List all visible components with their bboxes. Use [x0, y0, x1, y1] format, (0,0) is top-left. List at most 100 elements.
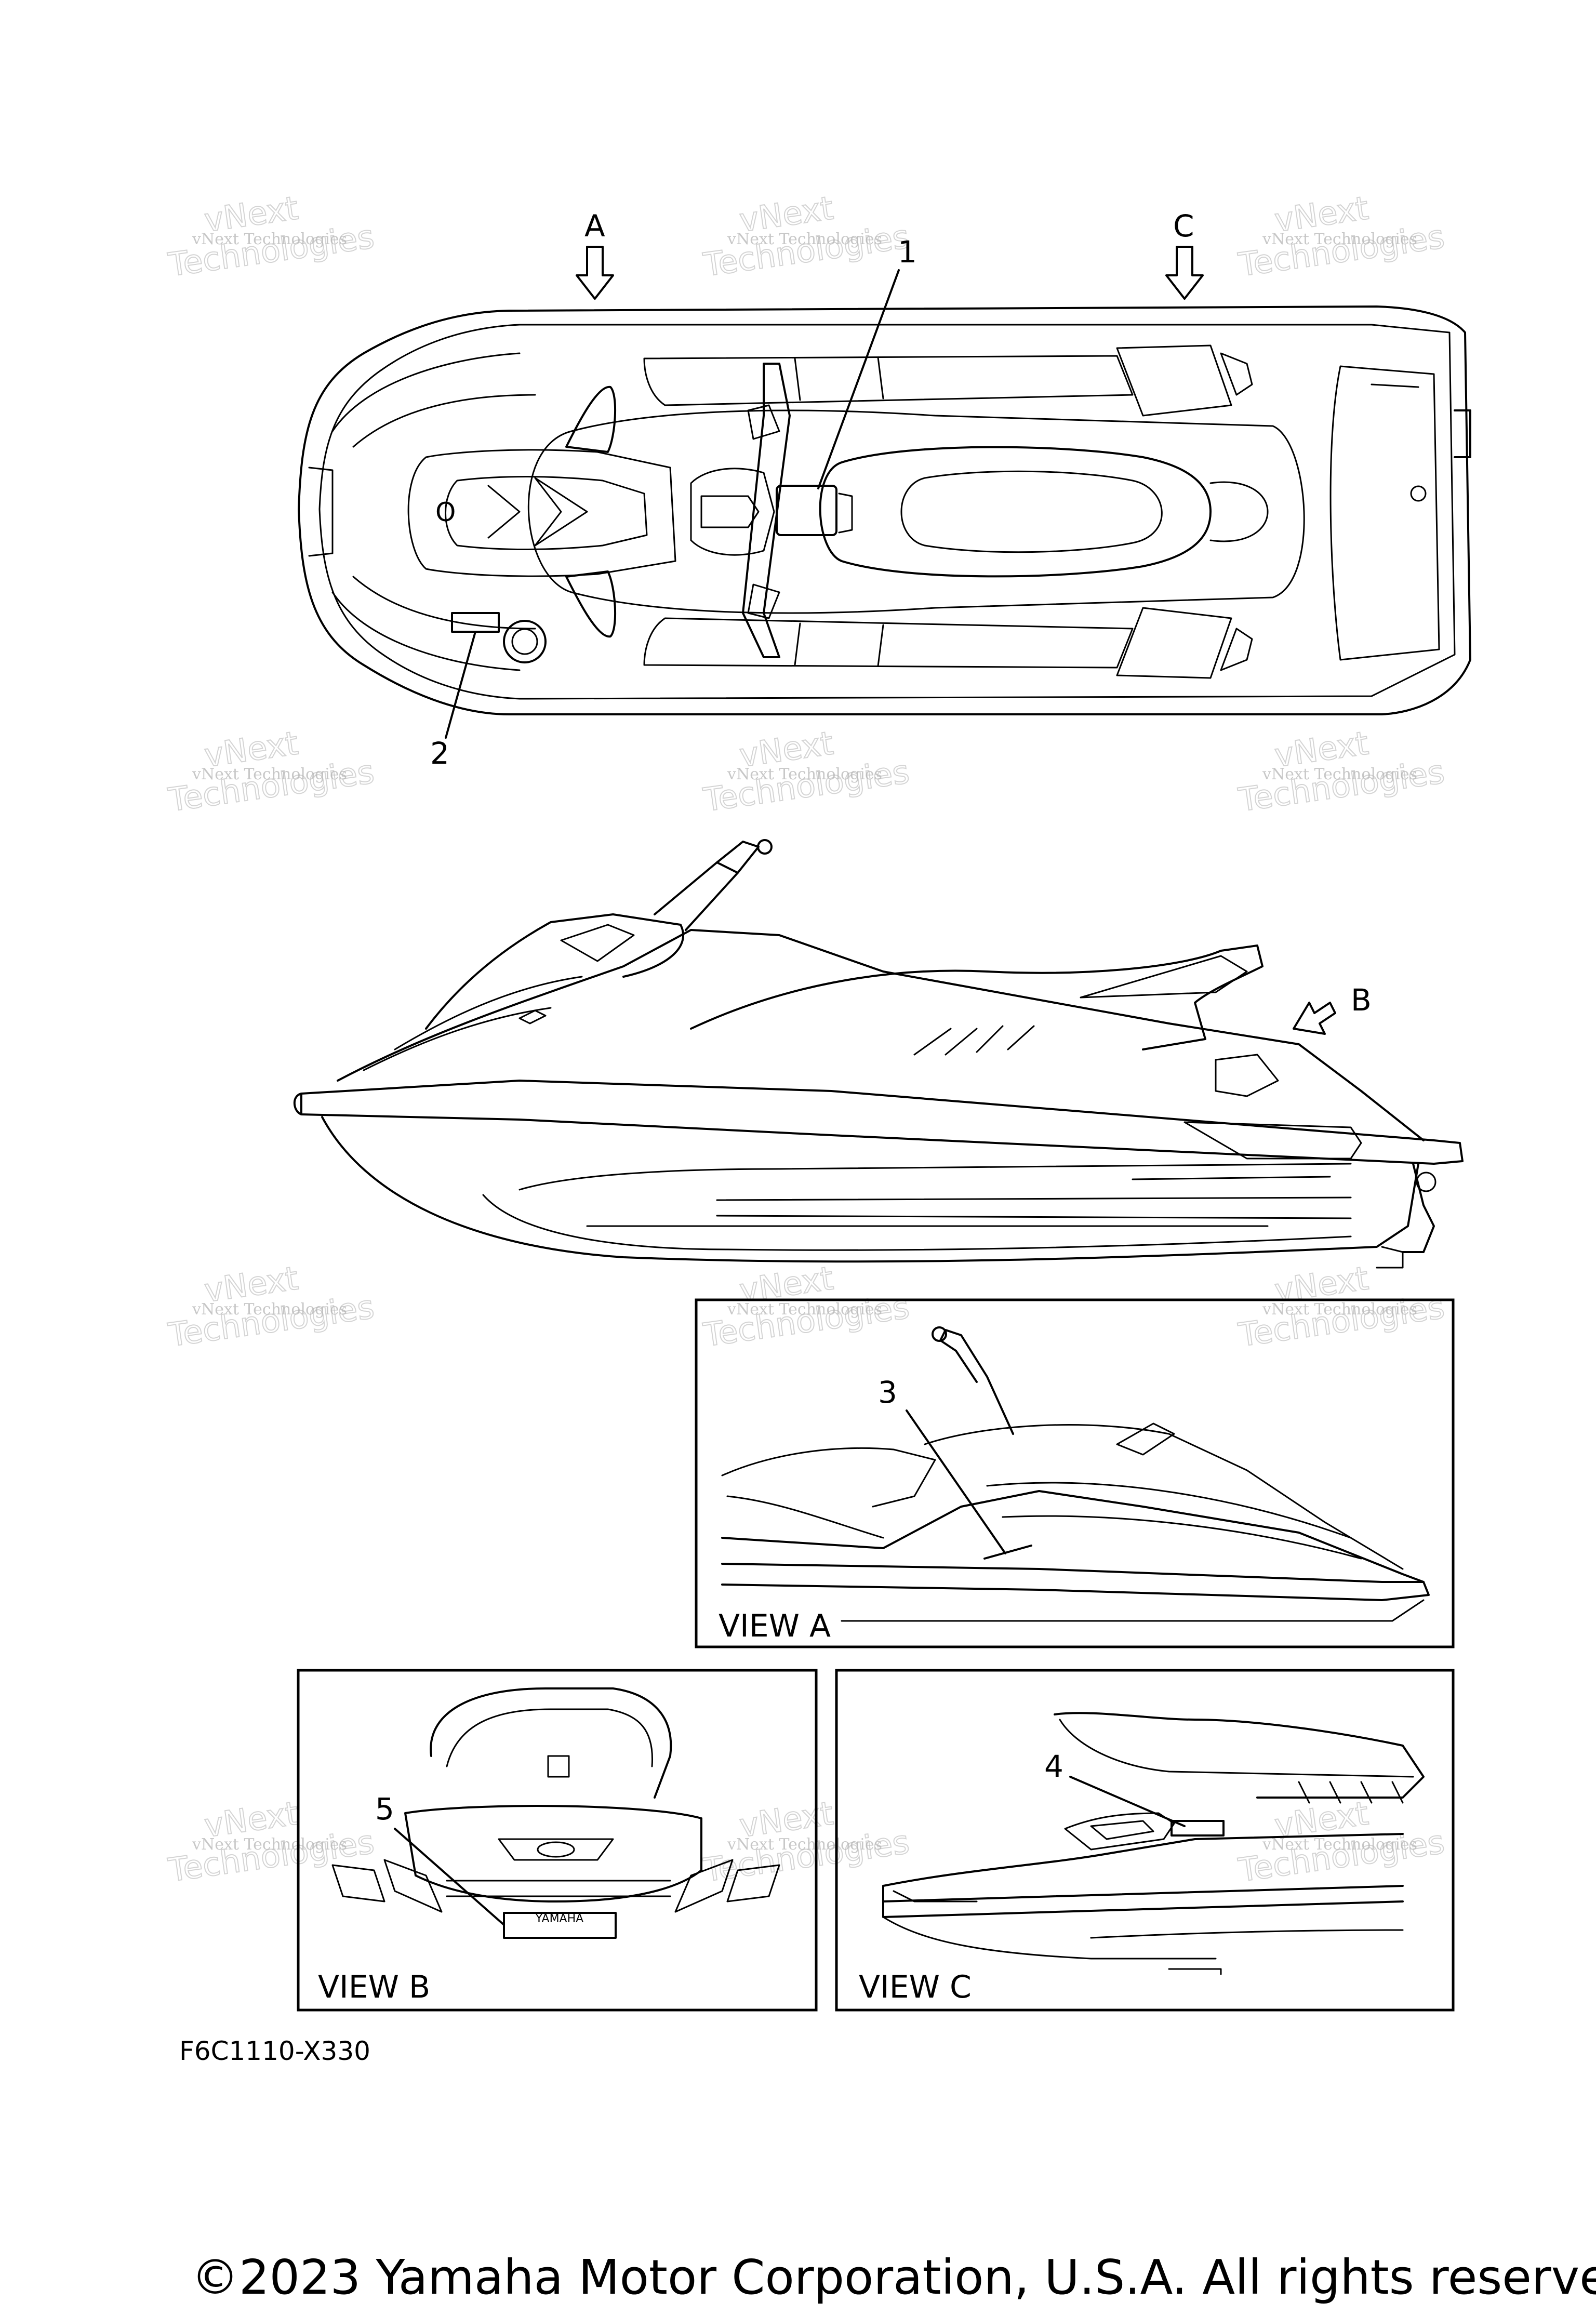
- side-bow-tip: [293, 1093, 302, 1115]
- view-b-panel: YAMAHA 5 VIEW B: [297, 1669, 818, 2012]
- top-fuel-cap: [503, 620, 547, 663]
- top-rear-step-inner: [1371, 383, 1419, 388]
- view-c-seat-vents: [1298, 1781, 1404, 1804]
- top-handlebar: [742, 363, 791, 658]
- side-rear-accent: [1183, 1121, 1362, 1160]
- top-hood-inner: [445, 476, 648, 550]
- top-rear-clip-port: [1220, 352, 1253, 396]
- callout-3-label: 3: [878, 1375, 897, 1410]
- watermark-r1c3: vNext vNext Technologies Technologies: [1235, 188, 1447, 284]
- view-c-deck: [882, 1833, 1404, 1887]
- watermark-r3c2: vNext vNext Technologies Technologies: [700, 1258, 912, 1354]
- svg-text:vNext Technologies: vNext Technologies: [192, 1835, 347, 1854]
- top-bow-rib: [308, 467, 334, 557]
- top-hull-outline: [298, 305, 1471, 715]
- top-view: O: [298, 305, 1471, 715]
- view-a-handlebar: [939, 1329, 1014, 1435]
- view-a-panel: 3 VIEW A: [695, 1298, 1455, 1648]
- view-c-footwell: [1064, 1812, 1175, 1851]
- view-b-label: VIEW B: [318, 1969, 430, 2005]
- top-footwell-stbd-div1: [794, 622, 801, 666]
- side-hull-strake-3: [716, 1196, 1352, 1201]
- watermark-r2c3: vNext vNext Technologies Technologies: [1235, 723, 1447, 819]
- svg-text:vNext Technologies: vNext Technologies: [1262, 230, 1417, 248]
- view-b-hatch: [498, 1838, 614, 1861]
- view-a-frame: [695, 1298, 1455, 1648]
- top-hood-chevron: [534, 477, 588, 547]
- side-seat-grab: [1080, 955, 1248, 999]
- top-footwell-port: [643, 355, 1134, 406]
- label-4-marker: [1171, 1820, 1225, 1837]
- view-a-side-lines: [986, 1482, 1362, 1560]
- top-info-panel-frame: [838, 493, 853, 534]
- svg-text:vNext Technologies: vNext Technologies: [1262, 1300, 1417, 1319]
- arrow-b-label: B: [1351, 982, 1372, 1018]
- view-c-hull-strake: [1090, 1929, 1404, 1939]
- side-stern: [1402, 1163, 1435, 1253]
- top-footwell-port-div1: [794, 357, 801, 401]
- arrow-c-group: C: [1165, 208, 1204, 300]
- copyright-notice: ©2023 Yamaha Motor Corporation, U.S.A. A…: [191, 2250, 1596, 2305]
- top-mirror-port: [565, 385, 617, 453]
- callout-1-leader: [817, 269, 900, 489]
- watermark-r4c3: vNext vNext Technologies Technologies: [1235, 1793, 1447, 1890]
- callout-5-label: 5: [375, 1791, 394, 1827]
- side-rear-accent-line: [1132, 1176, 1331, 1180]
- top-deck: [528, 409, 1305, 614]
- watermark-r4c1: vNext vNext Technologies Technologies: [165, 1793, 377, 1890]
- side-seat-vents: [913, 1025, 1035, 1056]
- callout-1: 1: [817, 234, 917, 489]
- watermark-r1c1: vNext vNext Technologies Technologies: [165, 188, 377, 284]
- top-handlebar-grip-stbd: [747, 583, 780, 619]
- side-hull: [321, 1116, 1419, 1263]
- side-handlebar-post: [654, 861, 739, 931]
- arrow-a-icon: [576, 246, 614, 300]
- top-footwell-port-div2: [877, 356, 884, 400]
- view-c-lower-line: [1168, 1968, 1222, 1975]
- svg-text:vNext Technologies: vNext Technologies: [727, 1300, 882, 1319]
- callout-2-label: 2: [430, 736, 449, 771]
- view-a-deck: [721, 1490, 1425, 1583]
- view-a-label: VIEW A: [719, 1608, 831, 1644]
- side-hull-inner-1: [482, 1194, 1352, 1251]
- top-mirror-stbd: [565, 570, 617, 638]
- view-b-seat-tab: [547, 1755, 570, 1778]
- top-footwell-stbd: [643, 617, 1134, 669]
- top-rear-step: [1329, 365, 1440, 661]
- svg-text:vNext Technologies: vNext Technologies: [192, 230, 347, 248]
- arrow-c-icon: [1165, 246, 1204, 300]
- top-steering-console: [690, 468, 775, 556]
- side-hood-lines: [363, 976, 583, 1071]
- view-a-lower-hull: [726, 1495, 884, 1539]
- view-b-nozzle-port: [383, 1859, 443, 1913]
- view-b-sponson-port: [331, 1864, 385, 1902]
- watermark-r2c2: vNext vNext Technologies Technologies: [700, 723, 912, 819]
- view-a-rub-rail: [721, 1563, 1430, 1601]
- watermark-r1c2: vNext vNext Technologies Technologies: [700, 188, 912, 284]
- svg-text:vNext Technologies: vNext Technologies: [192, 765, 347, 783]
- svg-text:vNext Technologies: vNext Technologies: [727, 1835, 882, 1854]
- label-3-marker: [983, 1545, 1032, 1560]
- side-deck-line: [337, 929, 1425, 1141]
- view-b-sponson-stbd: [726, 1864, 780, 1902]
- arrow-b-icon: [1293, 1002, 1336, 1035]
- view-b-nozzle-stbd: [674, 1859, 734, 1913]
- top-bow-curve-1: [331, 352, 521, 432]
- view-c-seat-back: [1059, 1719, 1414, 1778]
- top-hull-mark: O: [435, 497, 456, 527]
- arrow-b-group: B: [1293, 982, 1372, 1035]
- top-rear-clip-stbd: [1220, 628, 1253, 671]
- callout-4-leader: [1069, 1776, 1186, 1827]
- svg-text:vNext Technologies: vNext Technologies: [1262, 765, 1417, 783]
- top-fuel-cap-inner: [511, 628, 538, 655]
- side-handlebar-end: [757, 839, 773, 855]
- side-handlebar-grip: [716, 841, 760, 874]
- top-rear-box-stbd: [1116, 607, 1232, 679]
- side-hood: [425, 913, 684, 1030]
- callout-1-label: 1: [898, 234, 917, 270]
- view-c-seat: [1054, 1712, 1425, 1799]
- view-c-hull: [882, 1916, 1217, 1960]
- side-rub-rail: [300, 1080, 1464, 1165]
- callout-4-label: 4: [1044, 1749, 1063, 1784]
